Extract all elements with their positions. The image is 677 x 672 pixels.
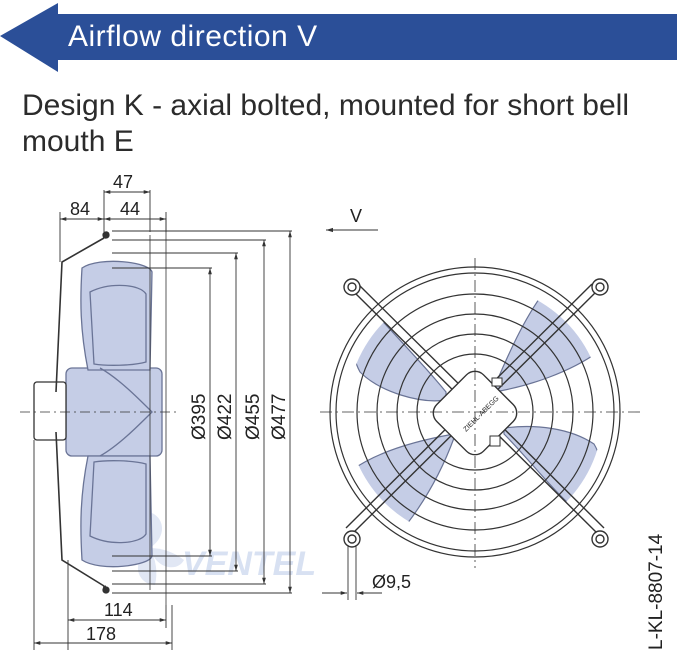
side-dimension-labels: 47 84 44 Ø395 Ø422 Ø455 Ø477 114 178 [70, 172, 290, 644]
dim-47: 47 [113, 172, 133, 192]
airflow-label: V [350, 206, 362, 226]
drawing-code: L-KL-8807-14 [646, 533, 667, 650]
dim-44: 44 [120, 199, 140, 219]
design-subtitle: Design K - axial bolted, mounted for sho… [22, 89, 629, 158]
motor-cap [33, 381, 67, 441]
side-dimensions [33, 190, 292, 650]
blade-bottom-right [503, 425, 603, 521]
watermark-text: VENTEL [182, 545, 316, 583]
dim-dia-422: Ø422 [215, 394, 236, 440]
airflow-banner: Airflow direction V [0, 0, 677, 75]
mounting-lugs [343, 278, 609, 548]
blade-top-right [493, 284, 599, 393]
hole-label: Ø9,5 [372, 572, 411, 592]
dim-dia-477: Ø477 [269, 394, 290, 440]
banner-arrow-shape [0, 3, 677, 72]
dim-dia-455: Ø455 [243, 394, 264, 440]
dim-84: 84 [70, 199, 90, 219]
hole-dimension [322, 545, 382, 600]
front-view: ZIEHL-ABEGG [320, 258, 640, 568]
side-view [20, 218, 180, 605]
dim-dia-395: Ø395 [189, 394, 210, 440]
dim-114: 114 [104, 600, 133, 620]
guard-wire-side [55, 237, 105, 587]
dim-178: 178 [86, 624, 116, 644]
banner-title: Airflow direction V [68, 20, 318, 53]
